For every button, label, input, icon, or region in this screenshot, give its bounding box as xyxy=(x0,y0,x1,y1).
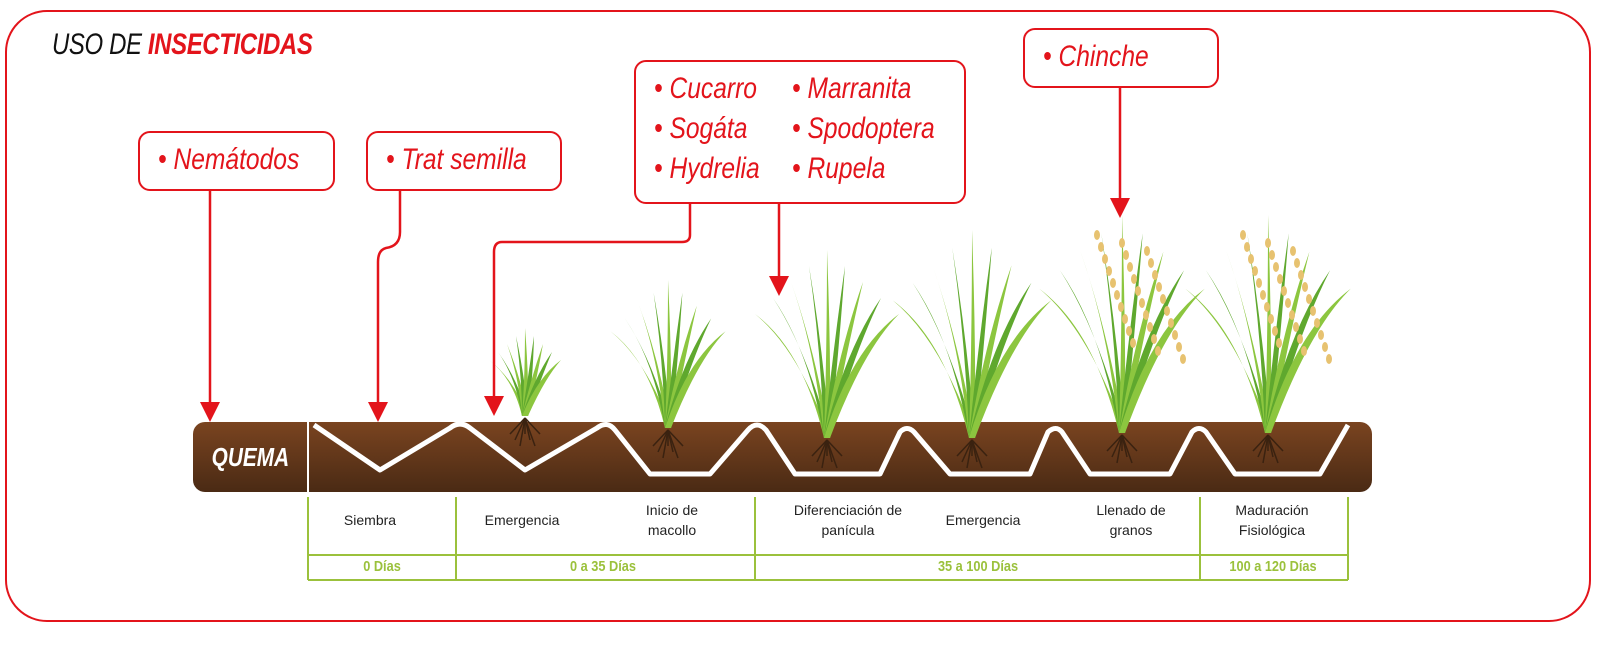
stage-emergencia-2: Emergencia xyxy=(945,512,1021,528)
stage-llenado: Llenado de granos xyxy=(1096,502,1166,538)
days-100-120: 100 a 120 Días xyxy=(1229,558,1317,575)
pest-spodoptera: • Spodoptera xyxy=(792,112,935,145)
pest-sogata: • Sogáta xyxy=(654,112,748,145)
rice-plant xyxy=(892,230,1052,469)
arrow-group-emergencia xyxy=(484,203,692,416)
pest-rupela: • Rupela xyxy=(792,152,886,185)
callout-pest-group: • Cucarro • Sogáta • Hydrelia • Marranit… xyxy=(634,60,966,204)
pest-hydrelia: • Hydrelia xyxy=(654,152,760,185)
stage-inicio-macollo: Inicio de macollo xyxy=(645,502,699,538)
callout-chinche: • Chinche xyxy=(1023,28,1219,88)
callout-trat-semilla: • Trat semilla xyxy=(366,131,562,191)
rice-plant xyxy=(489,328,561,447)
quema-label: QUEMA xyxy=(211,441,289,472)
callout-nematodos: • Nemátodos xyxy=(138,131,335,191)
pest-marranita: • Marranita xyxy=(792,72,912,105)
days-35-100: 35 a 100 Días xyxy=(937,558,1019,575)
rice-plant xyxy=(1039,215,1205,464)
rice-plant xyxy=(610,280,726,459)
days-0-35: 0 a 35 Días xyxy=(570,558,636,575)
callout-text: • Nemátodos xyxy=(158,143,300,176)
rice-plants xyxy=(489,215,1351,469)
days-siembra: 0 Días xyxy=(363,558,401,575)
page-title: USO DE INSECTICIDAS xyxy=(52,28,313,61)
stage-diferenciacion: Diferenciación de panícula xyxy=(793,502,903,538)
pest-cucarro: • Cucarro xyxy=(654,72,757,105)
soil-furrows xyxy=(312,421,1351,477)
callout-text: • Chinche xyxy=(1043,40,1149,73)
arrows xyxy=(200,87,1130,422)
arrow-trat-semilla xyxy=(368,190,402,422)
rice-plant xyxy=(755,250,899,469)
stage-siembra: Siembra xyxy=(343,512,397,528)
stage-maduracion: Maduración Fisiológica xyxy=(1235,502,1309,538)
rice-plant xyxy=(1185,215,1351,464)
callout-text: • Trat semilla xyxy=(386,143,527,176)
stage-emergencia: Emergencia xyxy=(484,512,560,528)
timeline-lines xyxy=(307,497,1349,581)
infographic-frame xyxy=(5,10,1591,622)
